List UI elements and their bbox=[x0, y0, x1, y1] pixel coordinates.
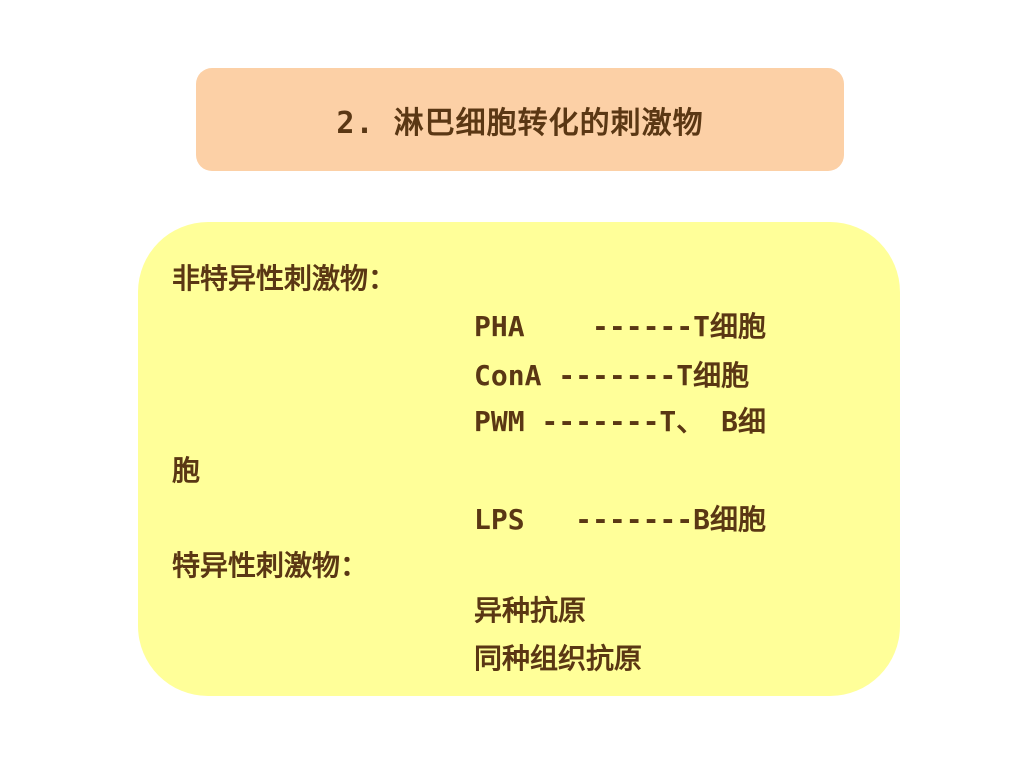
list-item: ConA -------T细胞 bbox=[474, 359, 750, 392]
title-banner: 2. 淋巴细胞转化的刺激物 bbox=[196, 68, 844, 171]
specific-heading: 特异性刺激物： bbox=[172, 549, 369, 582]
content-panel bbox=[138, 222, 900, 696]
list-item-wrap: 胞 bbox=[172, 454, 201, 487]
list-item: PWM -------T、 B细 bbox=[474, 405, 767, 438]
slide-title: 2. 淋巴细胞转化的刺激物 bbox=[336, 105, 704, 141]
list-item: LPS -------B细胞 bbox=[474, 503, 767, 536]
list-item: 同种组织抗原 bbox=[474, 642, 643, 675]
nonspecific-heading: 非特异性刺激物： bbox=[172, 262, 397, 295]
list-item: PHA ------T细胞 bbox=[474, 310, 767, 343]
list-item: 异种抗原 bbox=[474, 594, 587, 627]
